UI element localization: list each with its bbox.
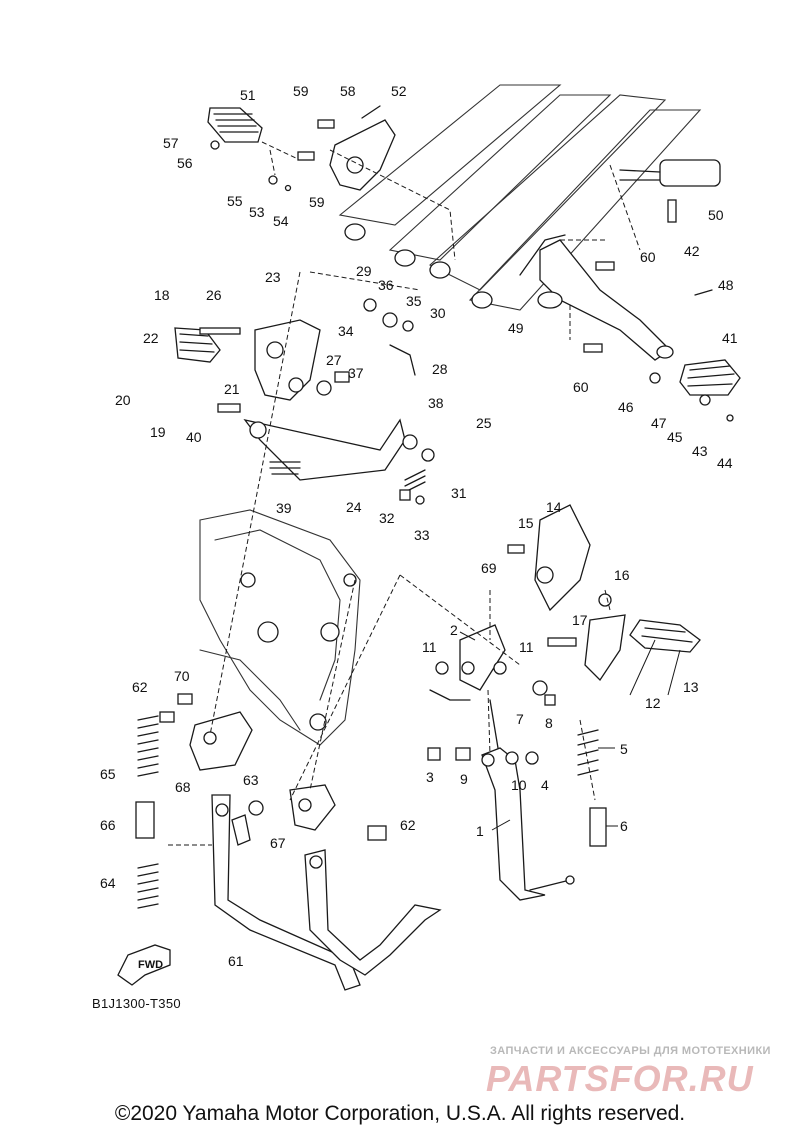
callout-17: 17 <box>572 612 588 628</box>
callout-53: 53 <box>249 204 265 220</box>
callout-43: 43 <box>692 443 708 459</box>
callout-50: 50 <box>708 207 724 223</box>
rear-footrest-left <box>207 107 301 192</box>
watermark-tagline: ЗАПЧАСТИ И АКСЕССУАРЫ ДЛЯ МОТОТЕХНИКИ <box>490 1045 771 1057</box>
callout-61: 61 <box>228 953 244 969</box>
callout-58: 58 <box>340 83 356 99</box>
callout-20: 20 <box>115 392 131 408</box>
callout-9: 9 <box>460 771 468 787</box>
rear-footrest-right <box>649 359 741 422</box>
side-stand-assembly <box>427 624 607 901</box>
callout-59a: 59 <box>293 83 309 99</box>
callout-11b: 11 <box>519 639 534 655</box>
callout-35: 35 <box>406 293 422 309</box>
callout-10: 10 <box>511 777 527 793</box>
dashed-connectors <box>168 149 611 846</box>
right-rear-component <box>609 159 721 251</box>
rear-bracket-left <box>297 105 396 191</box>
callout-45: 45 <box>667 429 683 445</box>
callout-57: 57 <box>163 135 179 151</box>
callout-39: 39 <box>276 500 292 516</box>
diagram-code: B1J1300-T350 <box>92 996 181 1011</box>
main-stand-assembly <box>135 693 442 991</box>
callout-4: 4 <box>541 777 549 793</box>
rear-bracket-right <box>519 234 713 361</box>
callout-62b: 62 <box>400 817 416 833</box>
copyright-notice: ©2020 Yamaha Motor Corporation, U.S.A. A… <box>114 1102 686 1125</box>
callout-59b: 59 <box>309 194 325 210</box>
fwd-label: FWD <box>138 959 163 971</box>
callout-47: 47 <box>651 415 667 431</box>
callout-49: 49 <box>508 320 524 336</box>
callout-1: 1 <box>476 823 484 839</box>
callout-51: 51 <box>240 87 256 103</box>
callout-27: 27 <box>326 352 342 368</box>
callouts: 1 2 3 4 5 6 7 8 9 10 11 11 12 13 14 15 1… <box>100 83 738 969</box>
frame-rails <box>338 84 702 311</box>
footrest-bracket-right <box>507 504 701 682</box>
callout-36: 36 <box>378 277 394 293</box>
callout-68: 68 <box>175 779 191 795</box>
callout-34: 34 <box>338 323 354 339</box>
callout-41: 41 <box>722 330 738 346</box>
callout-60b: 60 <box>573 379 589 395</box>
main-frame <box>199 509 361 746</box>
callout-28: 28 <box>432 361 448 377</box>
callout-54: 54 <box>273 213 289 229</box>
fwd-arrow-icon: FWD <box>117 944 171 986</box>
callout-52: 52 <box>391 83 407 99</box>
callout-37: 37 <box>348 365 364 381</box>
callout-11a: 11 <box>422 639 437 655</box>
callout-56: 56 <box>177 155 193 171</box>
callout-15: 15 <box>518 515 534 531</box>
callout-12: 12 <box>645 695 661 711</box>
callout-63: 63 <box>243 772 259 788</box>
callout-8: 8 <box>545 715 553 731</box>
callout-65: 65 <box>100 766 116 782</box>
callout-21: 21 <box>224 381 240 397</box>
callout-70: 70 <box>174 668 190 684</box>
callout-16: 16 <box>614 567 630 583</box>
callout-31: 31 <box>451 485 467 501</box>
callout-44: 44 <box>717 455 733 471</box>
callout-64: 64 <box>100 875 116 891</box>
callout-33: 33 <box>414 527 430 543</box>
callout-30: 30 <box>430 305 446 321</box>
brake-pedal-assembly <box>174 298 435 505</box>
callout-24: 24 <box>346 499 362 515</box>
callout-13: 13 <box>683 679 699 695</box>
callout-67: 67 <box>270 835 286 851</box>
callout-66: 66 <box>100 817 116 833</box>
callout-29: 29 <box>356 263 372 279</box>
callout-22: 22 <box>143 330 159 346</box>
callout-23: 23 <box>265 269 281 285</box>
callout-38: 38 <box>428 395 444 411</box>
callout-42: 42 <box>684 243 700 259</box>
callout-69: 69 <box>481 560 497 576</box>
callout-55: 55 <box>227 193 243 209</box>
callout-19: 19 <box>150 424 166 440</box>
callout-6: 6 <box>620 818 628 834</box>
callout-3: 3 <box>426 769 434 785</box>
callout-62a: 62 <box>132 679 148 695</box>
callout-48: 48 <box>718 277 734 293</box>
callout-5: 5 <box>620 741 628 757</box>
watermark-logo: PARTSFOR.RU <box>486 1058 754 1099</box>
callout-60a: 60 <box>640 249 656 265</box>
callout-25: 25 <box>476 415 492 431</box>
callout-46: 46 <box>618 399 634 415</box>
callout-40: 40 <box>186 429 202 445</box>
callout-32: 32 <box>379 510 395 526</box>
callout-2: 2 <box>450 622 458 638</box>
callout-14: 14 <box>546 499 562 515</box>
callout-18: 18 <box>154 287 170 303</box>
callout-26: 26 <box>206 287 222 303</box>
callout-7: 7 <box>516 711 524 727</box>
